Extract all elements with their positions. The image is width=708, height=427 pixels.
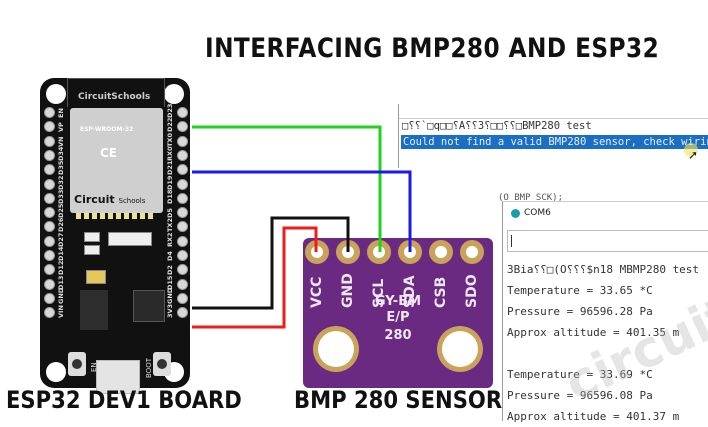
esp32-pin-d34: [44, 149, 55, 161]
wire-scl: [192, 125, 382, 252]
serial-output-line: Temperature = 33.65 *C: [507, 284, 653, 297]
esp32-pin-rx2: [177, 235, 188, 247]
esp32-caption: ESP32 DEV1 BOARD: [6, 386, 242, 414]
esp32-pin-gnd: [177, 292, 188, 304]
module-brand-small: Schools: [118, 197, 146, 205]
smd-component: [84, 245, 100, 255]
esp32-pin-vp: [44, 121, 55, 133]
esp32-pin-d19: [177, 178, 188, 190]
serial-output-line: 3Bia⸮⸮□(O⸮⸮⸮$n18 MBMP280 test: [507, 263, 700, 276]
smd-component: [108, 232, 152, 246]
serial-error-line[interactable]: Could not find a valid BMP280 sensor, ch…: [401, 135, 708, 149]
mount-hole: [46, 84, 66, 104]
serial-output-line: Pressure = 96596.28 Pa: [507, 305, 653, 318]
com6-title: COM6: [524, 208, 551, 218]
wire-vcc: [192, 226, 318, 329]
serial-toolbar: [399, 104, 708, 119]
boot-button: [153, 352, 171, 376]
sensor-marking-1: GY-BM: [374, 294, 422, 309]
voltage-regulator: [80, 290, 108, 330]
usb-uart-chip: [133, 290, 165, 322]
esp32-pin-d14: [44, 250, 55, 261]
en-button: [68, 352, 86, 376]
esp32-pin-d32: [44, 178, 55, 190]
esp32-pin-d21: [177, 164, 188, 176]
esp32-pin-d26: [44, 221, 55, 233]
serial-output-line: Approx altitude = 401.37 m: [507, 410, 680, 423]
esp32-pin-d23: [177, 107, 188, 118]
esp32-pin-d15: [177, 278, 188, 290]
smd-component: [84, 232, 100, 242]
sensor-pin-sdo: [460, 240, 484, 264]
mount-hole: [313, 326, 359, 372]
module-brand-name: Circuit: [74, 193, 115, 206]
com6-title-bar: COM6: [511, 208, 551, 218]
wire-gnd: [192, 216, 350, 310]
serial-garbled-line: □⸮⸮`□q□□⸮A⸮⸮3⸮□□⸮⸮□BMP280 test: [402, 120, 592, 132]
mount-hole: [437, 326, 483, 372]
micro-usb-port: [96, 360, 140, 394]
serial-output-line: Approx altitude = 401.35 m: [507, 326, 680, 339]
esp32-pin-vn: [44, 135, 55, 147]
esp32-pin-tx2: [177, 221, 188, 233]
page-title: INTERFACING BMP280 AND ESP32: [205, 33, 660, 64]
esp32-pin-d22: [177, 121, 188, 133]
esp32-pin-d25: [44, 207, 55, 219]
esp32-pin-en: [44, 107, 55, 118]
mouse-cursor-icon: ➚: [688, 148, 699, 162]
esp32-pin-d33: [44, 192, 55, 204]
ce-mark: CE: [100, 146, 118, 160]
esp32-pin-gnd: [44, 292, 55, 304]
module-name: ESP-WROOM-32: [80, 126, 134, 133]
bmp280-caption: BMP 280 SENSOR: [294, 386, 503, 414]
antenna-trace: [67, 78, 165, 107]
sensor-marking-2: E/P: [386, 310, 410, 325]
sensor-marking-3: 280: [384, 328, 412, 343]
arduino-logo-icon: [511, 208, 520, 218]
serial-output-line: Pressure = 96596.08 Pa: [507, 389, 653, 402]
module-pads: [76, 213, 156, 219]
esp32-pin-d35: [44, 164, 55, 176]
wire-sda: [192, 170, 412, 252]
tantalum-capacitor: [86, 270, 106, 284]
module-brand: Circuit Schools: [74, 193, 145, 206]
esp32-pin-d13: [44, 278, 55, 290]
serial-send-input[interactable]: [507, 230, 708, 252]
esp32-pin-vin: [44, 307, 55, 319]
esp32-pin-d27: [44, 235, 55, 247]
esp32-pin-rx0: [177, 149, 188, 161]
board-brand: CircuitSchools: [78, 92, 151, 102]
sensor-pin-csb: [429, 240, 453, 264]
esp32-pin-d2: [177, 264, 188, 276]
esp32-pin-d4: [177, 250, 188, 261]
mount-hole: [46, 362, 66, 382]
esp-wroom-module: ESP-WROOM-32 CE Circuit Schools: [70, 108, 163, 213]
esp32-pin-3v3: [177, 307, 188, 319]
serial-monitor-error: □⸮⸮`□q□□⸮A⸮⸮3⸮□□⸮⸮□BMP280 test Could not…: [398, 104, 708, 168]
bmp280-board: GY-BM E/P 280: [303, 238, 493, 388]
mount-hole: [164, 84, 184, 104]
code-fragment: (O BMP_SCK);: [498, 193, 564, 203]
esp32-pin-d5: [177, 207, 188, 219]
esp32-pin-tx0: [177, 135, 188, 147]
esp32-pin-d12: [44, 264, 55, 276]
esp32-pin-d18: [177, 192, 188, 204]
cursor-highlight: [684, 143, 698, 157]
serial-output-line: Temperature = 33.69 *C: [507, 368, 653, 381]
